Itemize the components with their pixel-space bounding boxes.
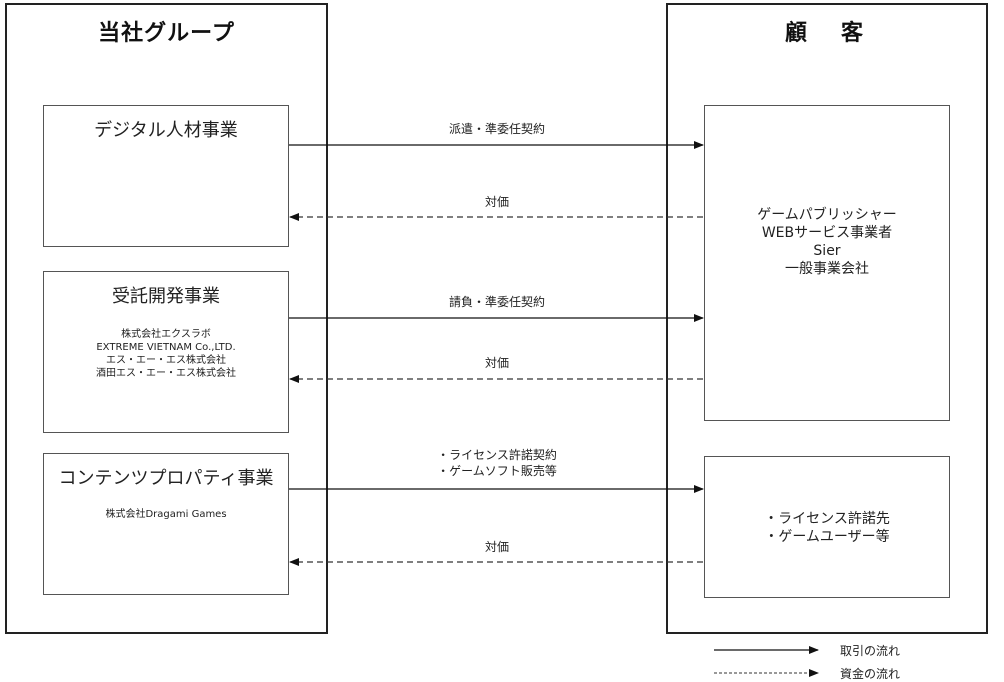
flow-label-text: 対価 [484,356,509,370]
flow-label-text: ・ライセンス許諾契約 [437,448,557,462]
customer-types: ゲームパブリッシャー WEBサービス事業者 Sier 一般事業会社 [705,206,949,278]
company-name: 酒田エス・エー・エス株式会社 [96,368,236,379]
customer-box-license: ・ライセンス許諾先 ・ゲームユーザー等 [704,456,950,598]
customer-type: Sier [813,243,841,259]
segment-title: 受託開発事業 [112,286,220,307]
legend-money-label: 資金の流れ [840,667,901,681]
customers-title: 顧 客 [784,21,869,46]
segment-contract-development: 受託開発事業 株式会社エクスラボ EXTREME VIETNAM Co.,LTD… [43,271,289,433]
segment-title: コンテンツプロパティ事業 [58,468,274,489]
customer-type: ・ゲームユーザー等 [764,529,890,545]
flow-label: 派遣・準委任契約 [290,121,704,137]
company-name: EXTREME VIETNAM Co.,LTD. [96,342,236,353]
company-name: 株式会社Dragami Games [105,509,227,520]
company-name: エス・エー・エス株式会社 [106,355,226,366]
flow-label-text: 対価 [484,540,509,554]
customer-type: 一般事業会社 [785,261,869,277]
customer-type: ・ライセンス許諾先 [764,511,890,527]
flow-label: 請負・準委任契約 [290,294,704,310]
company-name: 株式会社エクスラボ [121,329,211,340]
customer-type: ゲームパブリッシャー [757,207,897,223]
customer-type: WEBサービス事業者 [761,225,893,241]
flow-label-text: 請負・準委任契約 [448,295,545,309]
flow-label-text: 派遣・準委任契約 [448,122,545,136]
flow-label: 対価 [290,539,704,555]
segment-title: デジタル人材事業 [94,120,238,141]
customer-types: ・ライセンス許諾先 ・ゲームユーザー等 [705,510,949,546]
company-list: 株式会社エクスラボ EXTREME VIETNAM Co.,LTD. エス・エー… [44,328,288,380]
flow-label: ・ライセンス許諾契約 ・ゲームソフト販売等 [290,447,704,479]
legend-transaction-label: 取引の流れ [840,644,901,658]
flow-label-text: ・ゲームソフト販売等 [437,464,557,478]
flow-label-text: 対価 [484,195,509,209]
group-title: 当社グループ [98,21,235,46]
segment-digital-talent: デジタル人材事業 [43,105,289,247]
company-list: 株式会社Dragami Games [44,508,288,521]
flow-label: 対価 [290,355,704,371]
segment-content-property: コンテンツプロパティ事業 株式会社Dragami Games [43,453,289,595]
flow-label: 対価 [290,194,704,210]
customer-box-business: ゲームパブリッシャー WEBサービス事業者 Sier 一般事業会社 [704,105,950,421]
